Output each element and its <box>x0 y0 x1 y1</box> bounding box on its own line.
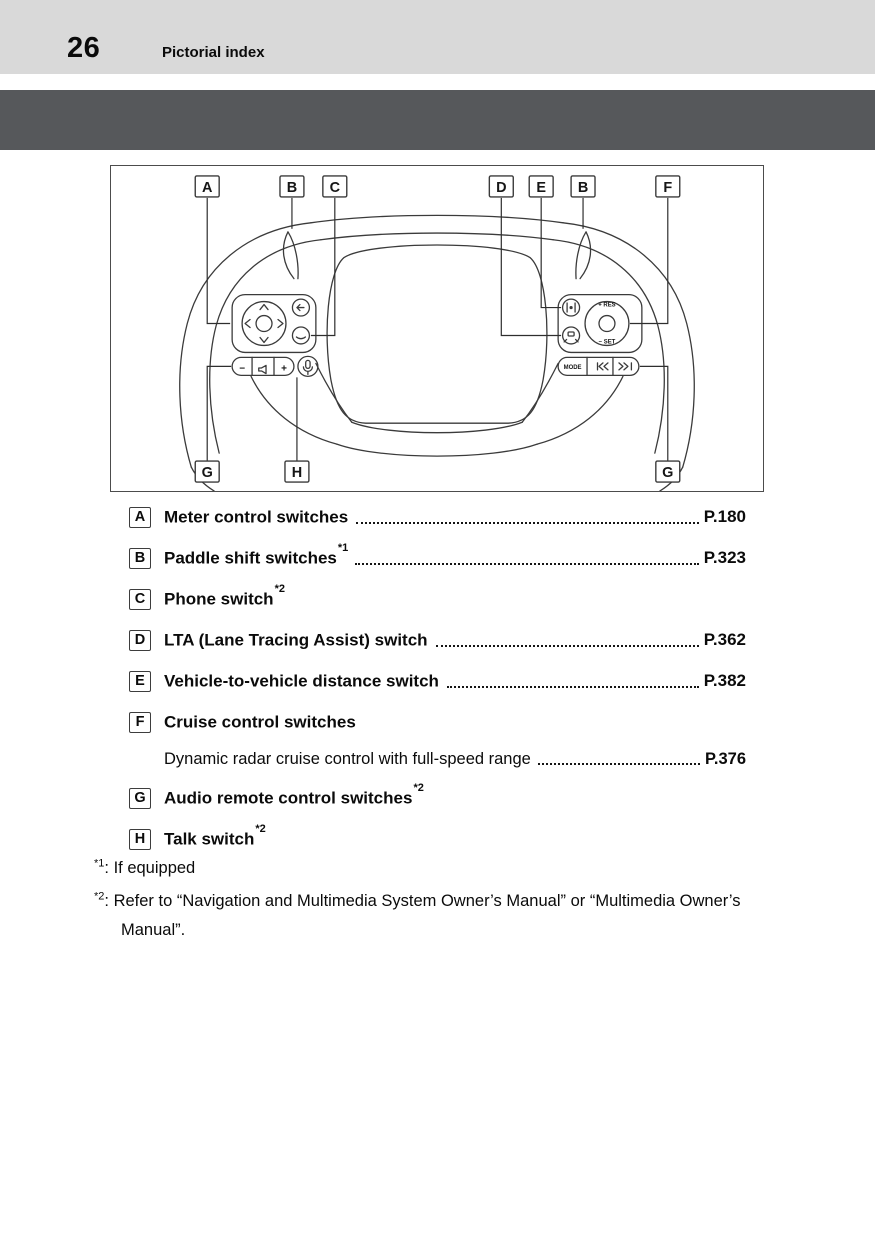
dot-leader <box>537 763 700 765</box>
audio-mode-bar-icon <box>557 356 640 377</box>
speaker-icon <box>258 364 267 375</box>
footnote-1: *1: If equipped <box>94 854 746 884</box>
section-title: Pictorial index <box>162 44 265 61</box>
item-letter: G <box>129 787 151 809</box>
return-button-icon <box>291 298 311 317</box>
steering-wheel-illustration: A B C D E B F G H G − + MODE + RES − SET <box>179 175 695 491</box>
index-item-b: B Paddle shift switches*1 P.323 <box>129 541 746 570</box>
item-letter: D <box>129 629 151 651</box>
index-item-a: A Meter control switches P.180 <box>129 505 746 529</box>
pictorial-index-list: A Meter control switches P.180 B Paddle … <box>129 505 746 868</box>
index-item-h: H Talk switch*2 <box>129 822 746 851</box>
index-item-d: D LTA (Lane Tracing Assist) switch P.362 <box>129 628 746 652</box>
page-header: 26 Pictorial index <box>0 0 875 74</box>
dot-leader <box>356 522 699 524</box>
item-text: Meter control switches <box>164 507 349 527</box>
volume-plus-label: + <box>281 363 287 374</box>
callout-boxes <box>194 175 681 483</box>
footnotes: *1: If equipped *2: Refer to “Navigation… <box>94 854 754 949</box>
callout-letter: C <box>330 180 341 196</box>
lta-button-icon <box>561 298 581 317</box>
dot-leader <box>446 686 699 688</box>
item-letter: E <box>129 670 151 692</box>
set-label: − SET <box>599 339 616 345</box>
prev-track-icon <box>596 362 609 371</box>
page-number: 26 <box>67 32 101 64</box>
page-reference: P.376 <box>705 749 746 768</box>
item-letter: B <box>129 547 151 569</box>
footnote-text: : If equipped <box>104 859 196 877</box>
footnote-marker: *1 <box>94 857 105 870</box>
volume-rocker-icon <box>231 356 295 377</box>
item-text: Audio remote control switches*2 <box>164 781 424 808</box>
callout-letter: E <box>536 180 546 196</box>
phone-button-icon <box>291 326 311 345</box>
item-text: Vehicle-to-vehicle distance switch <box>164 671 439 691</box>
index-item-e: E Vehicle-to-vehicle distance switch P.3… <box>129 669 746 693</box>
item-letter: H <box>129 828 151 850</box>
index-subitem-f: Dynamic radar cruise control with full-s… <box>164 748 746 770</box>
subitem-text: Dynamic radar cruise control with full-s… <box>164 749 531 768</box>
next-track-icon <box>618 362 633 371</box>
volume-minus-label: − <box>239 363 245 374</box>
distance-button-icon <box>561 326 581 345</box>
mic-icon <box>305 359 311 370</box>
paddle-left-icon <box>282 231 299 280</box>
callout-letter: G <box>202 465 213 481</box>
chapter-band <box>0 90 875 150</box>
dot-leader <box>355 563 699 565</box>
item-text: LTA (Lane Tracing Assist) switch <box>164 630 428 650</box>
page-reference: P.323 <box>703 548 746 567</box>
callout-letter: D <box>496 180 506 196</box>
item-text: Paddle shift switches*1 <box>164 541 349 568</box>
callout-letter: B <box>287 180 297 196</box>
callout-letter: H <box>292 465 302 481</box>
page-reference: P.382 <box>703 671 746 690</box>
item-text: Talk switch*2 <box>164 822 266 849</box>
callout-letter: A <box>202 180 213 196</box>
page-reference: P.362 <box>703 630 746 649</box>
mode-label: MODE <box>564 365 582 371</box>
page-reference: P.180 <box>703 507 746 526</box>
item-text: Cruise control switches <box>164 712 356 732</box>
index-item-c: C Phone switch*2 <box>129 582 746 611</box>
footnote-2: *2: Refer to “Navigation and Multimedia … <box>94 887 746 946</box>
footnote-marker: *2 <box>94 890 105 903</box>
res-label: + RES <box>598 303 615 309</box>
index-item-g: G Audio remote control switches*2 <box>129 781 746 810</box>
footnote-text: : Refer to “Navigation and Multimedia Sy… <box>104 891 741 940</box>
callout-letter: G <box>662 465 673 481</box>
dot-leader <box>435 645 699 647</box>
cruise-control-dial-icon <box>584 300 630 347</box>
callout-letter: B <box>578 180 588 196</box>
callout-letters: A B C D E B F G H G <box>202 180 674 481</box>
steering-wheel-art <box>179 214 695 491</box>
paddle-right-icon <box>575 231 592 280</box>
callout-letter: F <box>663 180 672 196</box>
item-text: Phone switch*2 <box>164 582 285 609</box>
item-letter: A <box>129 506 151 528</box>
item-letter: C <box>129 588 151 610</box>
index-item-f: F Cruise control switches <box>129 710 746 734</box>
control-labels: − + MODE + RES − SET <box>239 303 616 375</box>
callout-leader-lines <box>206 197 669 462</box>
figure-steering-wheel: A B C D E B F G H G − + MODE + RES − SET <box>110 165 764 492</box>
item-letter: F <box>129 711 151 733</box>
meter-control-pad-icon <box>241 300 287 347</box>
